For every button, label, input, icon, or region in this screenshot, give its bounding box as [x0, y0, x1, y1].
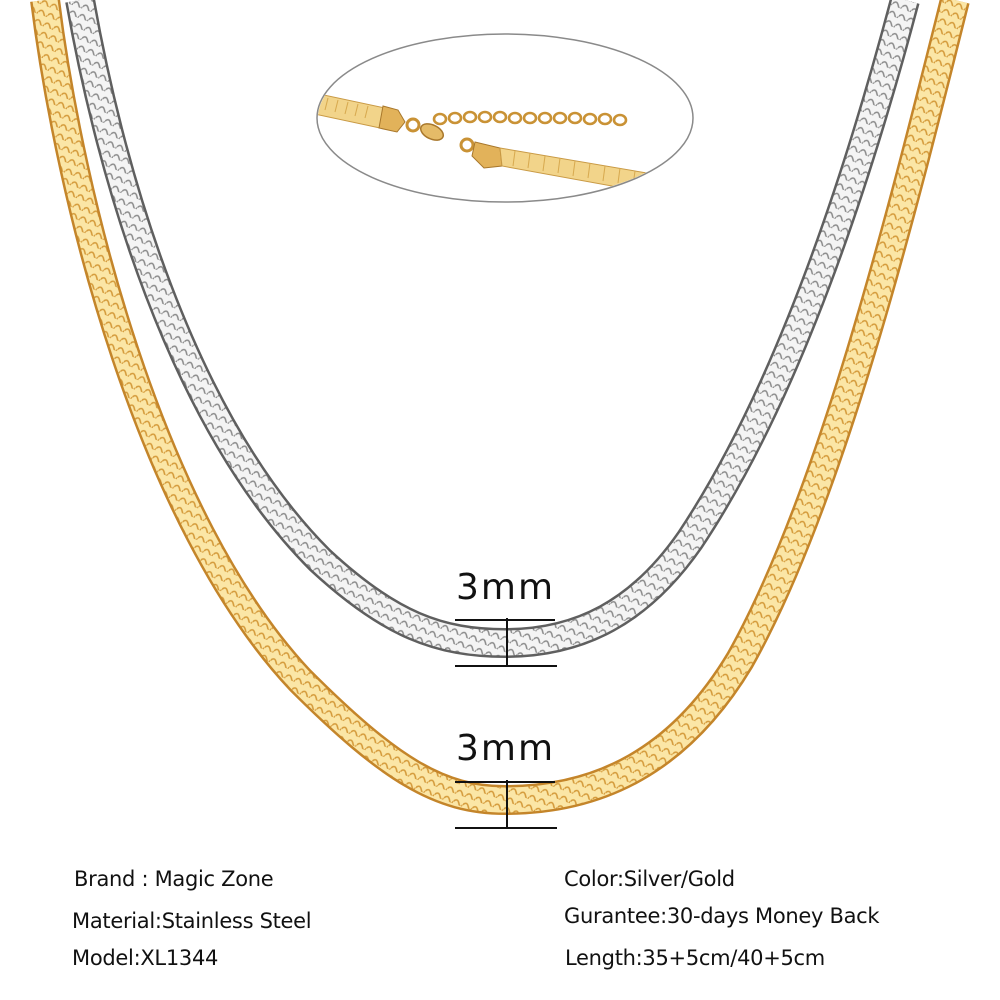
- gold-width-marker: [455, 780, 557, 829]
- spec-model: Model:XL1344: [72, 948, 218, 969]
- silver-width-marker: [455, 618, 557, 667]
- silver-chain: [65, 0, 920, 659]
- spec-separator: :: [635, 946, 643, 970]
- clasp-inset: [316, 33, 694, 203]
- spec-length: Length:35+5cm/40+5cm: [565, 948, 825, 969]
- spec-material: Material:Stainless Steel: [72, 909, 312, 933]
- spec-key: Material: [72, 909, 155, 933]
- spec-separator: :: [133, 946, 141, 970]
- spec-key: Gurantee: [564, 904, 661, 928]
- silver-width-label: 3mm: [456, 567, 556, 608]
- gold-chain: [30, 0, 970, 816]
- spec-value: 35+5cm/40+5cm: [642, 946, 825, 970]
- spec-key: Brand: [74, 867, 136, 891]
- spec-value: Stainless Steel: [161, 909, 312, 933]
- spec-color: Color:Silver/Gold: [564, 869, 735, 890]
- spec-separator: :: [154, 909, 162, 933]
- spec-separator: :: [660, 904, 667, 928]
- spec-separator: :: [616, 867, 624, 891]
- gold-width-label: 3mm: [456, 728, 556, 769]
- spec-value: XL1344: [140, 946, 219, 970]
- spec-brand: Brand : Magic Zone: [74, 867, 274, 891]
- spec-value: Magic Zone: [154, 867, 274, 891]
- spec-separator: :: [135, 867, 155, 891]
- spec-value: Silver/Gold: [623, 867, 735, 891]
- spec-key: Length: [565, 946, 636, 970]
- spec-key: Model: [72, 946, 134, 970]
- spec-key: Color: [564, 867, 617, 891]
- spec-guarantee: Gurantee:30-days Money Back: [564, 904, 880, 928]
- spec-value: 30-days Money Back: [666, 904, 880, 928]
